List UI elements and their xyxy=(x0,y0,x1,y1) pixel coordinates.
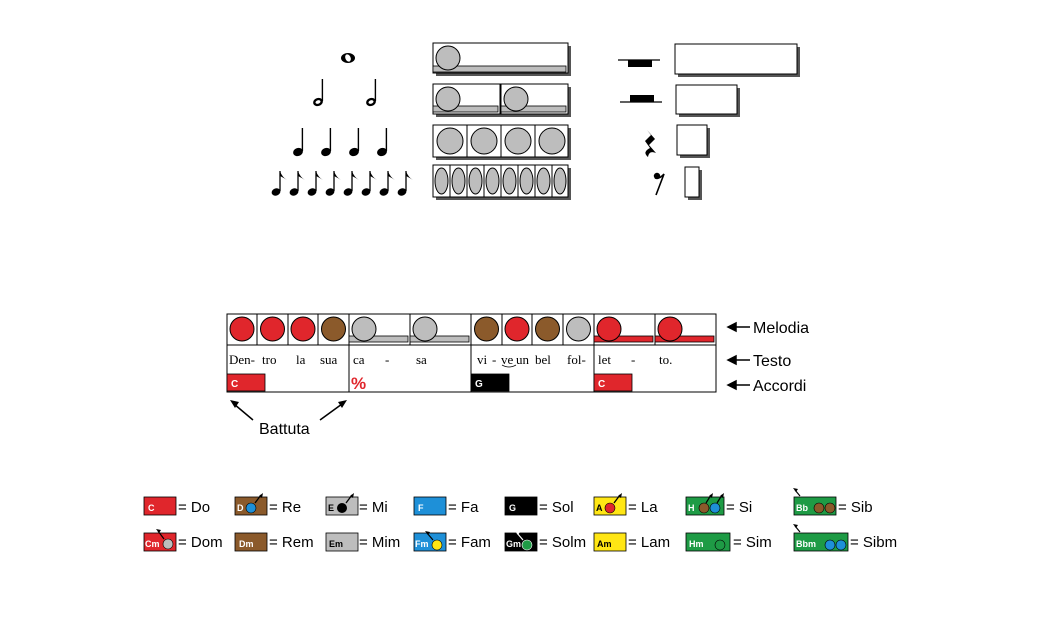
chord-symbol: Am xyxy=(597,539,612,549)
legend-minor-row: Cm = Dom Dm = Rem Em = Mim Fm = Fam Gm =… xyxy=(143,524,897,552)
chord-symbol: Bb xyxy=(796,503,808,513)
lyric-syllable: - xyxy=(631,352,635,367)
chord-symbol: F xyxy=(418,503,424,513)
quarter-rest-block xyxy=(676,124,710,158)
half-note-icon xyxy=(313,79,324,107)
lyric-syllable: sua xyxy=(320,352,338,367)
whole-rest-block xyxy=(674,43,800,77)
lyric-syllable: fol- xyxy=(567,352,586,367)
chord-color-legend: C = Do D = Re E = Mi F = Fa G = Sol A xyxy=(143,488,897,552)
lyric-syllable: - xyxy=(385,352,389,367)
measure-1-notes xyxy=(229,314,346,345)
quarter-note-blocks xyxy=(432,124,571,160)
chord-symbol: Dm xyxy=(239,539,254,549)
whole-rest-icon xyxy=(618,59,660,67)
lyric-syllable: sa xyxy=(416,352,427,367)
half-note-icon xyxy=(366,79,377,107)
eighth-note-blocks xyxy=(432,164,571,200)
lyric-syllable: to. xyxy=(659,352,672,367)
chord-symbol: Cm xyxy=(145,539,160,549)
lyrics-label: Testo xyxy=(753,353,791,370)
legend-major-row: C = Do D = Re E = Mi F = Fa G = Sol A xyxy=(143,488,873,516)
chords-row: C % G C xyxy=(226,373,633,393)
ligature-mark xyxy=(501,364,517,368)
quarter-rest-icon xyxy=(645,130,656,157)
lyric-syllable: let xyxy=(598,352,611,367)
chord-swatch xyxy=(143,496,177,516)
lyric-syllable: ve xyxy=(501,352,514,367)
lyric-syllable: Den- xyxy=(229,352,255,367)
lyric-syllable: - xyxy=(492,352,496,367)
chord-name: = Si xyxy=(726,499,752,516)
half-rest-block xyxy=(675,84,740,117)
eighth-notes xyxy=(271,170,414,198)
chord-name: = Sol xyxy=(539,499,574,516)
note-values-section xyxy=(271,42,800,200)
chord-name: = Fa xyxy=(448,499,479,516)
chord-symbol: Bbm xyxy=(796,539,816,549)
chord-name: = Fam xyxy=(448,534,491,551)
whole-note-block xyxy=(432,42,571,76)
chord-symbol: A xyxy=(596,503,603,513)
chord-name: = Rem xyxy=(269,534,314,551)
chord-name: = Solm xyxy=(539,534,586,551)
half-rest-icon xyxy=(620,95,662,103)
chord-symbol: C xyxy=(148,503,155,513)
lyric-syllable: un xyxy=(516,352,530,367)
chord-symbol: Gm xyxy=(506,539,521,549)
whole-note-icon xyxy=(341,53,355,63)
lyric-syllable: bel xyxy=(535,352,551,367)
chord-name: = Dom xyxy=(178,534,223,551)
quarter-notes xyxy=(291,127,389,159)
melody-label: Melodia xyxy=(753,320,809,337)
row-labels: Melodia Testo Accordi xyxy=(726,320,809,395)
chord-name: = Mim xyxy=(359,534,400,551)
chord-symbol: D xyxy=(237,503,244,513)
chord-symbol: Em xyxy=(329,539,343,549)
chord-name: = Sib xyxy=(838,499,873,516)
chord-symbol: Hm xyxy=(689,539,704,549)
chord-name: = Lam xyxy=(628,534,670,551)
measure-4-notes xyxy=(593,314,715,345)
chord-name: = Sim xyxy=(733,534,772,551)
chord-repeat-symbol: % xyxy=(351,374,366,393)
measure-label: Battuta xyxy=(259,421,310,438)
chord-name: = Mi xyxy=(359,499,388,516)
measure-2-notes xyxy=(348,314,470,345)
eighth-rest-icon xyxy=(653,172,665,196)
lyric-syllable: ca xyxy=(353,352,365,367)
chord-label: G xyxy=(475,379,483,390)
eighth-rest-block xyxy=(684,166,702,200)
chord-name: = La xyxy=(628,499,658,516)
measure-3-notes xyxy=(474,314,591,345)
chord-symbol: E xyxy=(328,503,334,513)
song-example: Den- tro la sua ca - sa vi - ve un bel f… xyxy=(226,313,809,438)
lyric-syllable: vi xyxy=(477,352,488,367)
chord-symbol: Fm xyxy=(415,539,429,549)
chord-name: = Sibm xyxy=(850,534,897,551)
chord-symbol: H xyxy=(688,503,695,513)
chords-label: Accordi xyxy=(753,378,806,395)
lyric-syllable: la xyxy=(296,352,306,367)
chord-label: C xyxy=(231,379,238,390)
half-note-blocks xyxy=(432,83,571,117)
chord-symbol: G xyxy=(509,503,516,513)
chord-label: C xyxy=(598,379,605,390)
chord-name: = Do xyxy=(178,499,210,516)
lyrics-row: Den- tro la sua ca - sa vi - ve un bel f… xyxy=(229,352,672,367)
measure-annotation: Battuta xyxy=(230,400,347,438)
chord-name: = Re xyxy=(269,499,301,516)
lyric-syllable: tro xyxy=(262,352,276,367)
